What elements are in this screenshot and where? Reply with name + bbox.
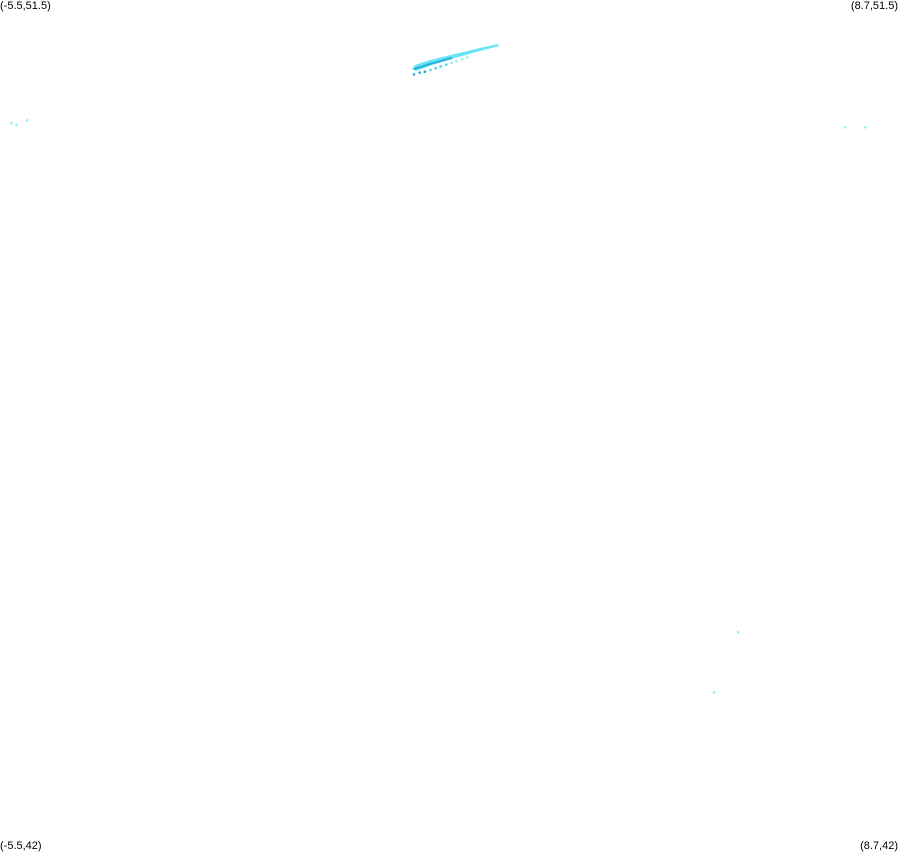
- corner-label-top-left: (-5.5,51.5): [0, 0, 51, 12]
- observation-point: [429, 68, 432, 72]
- observation-point: [434, 66, 437, 70]
- observation-point: [455, 59, 458, 63]
- observation-point: [423, 70, 427, 73]
- observation-point: [25, 118, 29, 122]
- observation-point: [465, 56, 469, 59]
- observation-point: [460, 57, 464, 61]
- observation-point: [418, 71, 422, 74]
- corner-label-top-right: (8.7,51.5): [850, 0, 898, 12]
- observation-point: [864, 126, 867, 129]
- coastal-track-shape: [412, 44, 499, 71]
- observation-point: [15, 123, 18, 126]
- observation-point: [736, 631, 740, 634]
- points-layer: [10, 56, 867, 694]
- coastal-track-core: [413, 57, 453, 70]
- corner-label-bottom-right: (8.7,42): [860, 840, 898, 852]
- corner-label-bottom-left: (-5.5,42): [0, 840, 42, 852]
- observation-point: [10, 121, 13, 125]
- observation-point: [412, 73, 416, 76]
- observation-point: [450, 61, 453, 65]
- observation-point: [445, 63, 448, 66]
- observation-point: [843, 126, 847, 129]
- observation-point: [439, 65, 442, 68]
- observation-point: [712, 691, 716, 694]
- coastal-track-band: [412, 44, 499, 71]
